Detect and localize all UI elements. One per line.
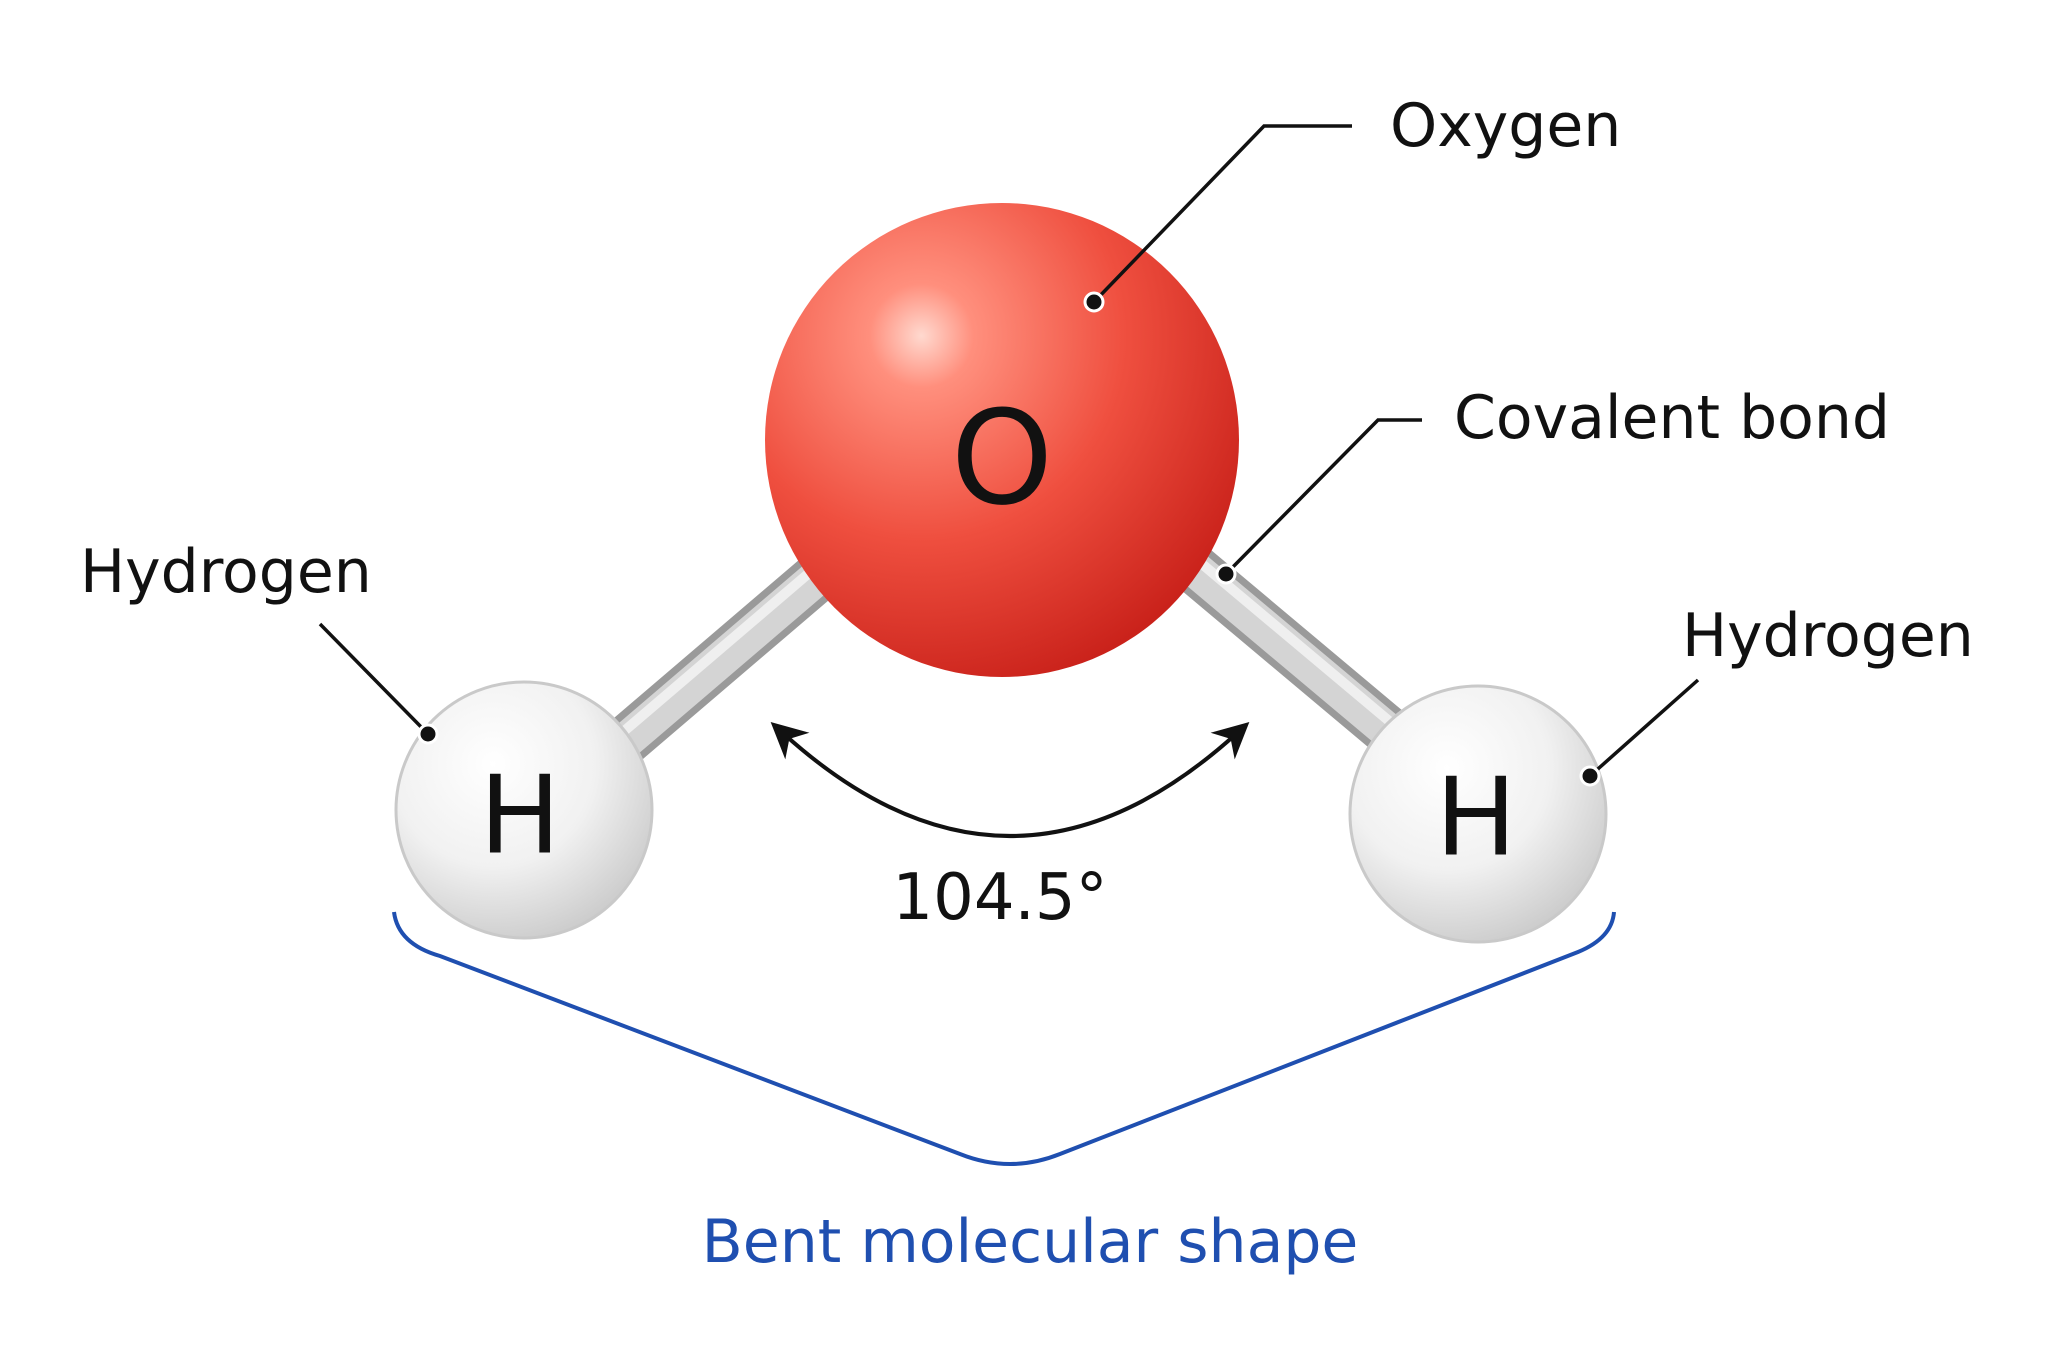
covalent-bond-left: [597, 543, 853, 769]
hydrogen-left-label: Hydrogen: [80, 537, 372, 607]
leader-covalent-bond: [1215, 418, 1422, 585]
hydrogen-symbol-right: H: [1435, 756, 1516, 881]
oxygen-symbol: O: [951, 382, 1053, 534]
bent-shape-bracket: [392, 911, 1616, 1166]
bond-angle-arrow: [770, 721, 1250, 838]
hydrogen-atom-right: H: [1348, 684, 1608, 944]
bond-angle-label: 104.5°: [892, 861, 1107, 935]
hydrogen-right-label: Hydrogen: [1682, 601, 1974, 671]
hydrogen-symbol-left: H: [479, 754, 560, 879]
hydrogen-atom-left: H: [394, 680, 654, 940]
leader-hydrogen-left: [318, 622, 439, 745]
covalent-bond-label: Covalent bond: [1454, 383, 1890, 453]
leader-hydrogen-right: [1579, 678, 1700, 787]
oxygen-label: Oxygen: [1390, 91, 1621, 161]
bent-shape-label: Bent molecular shape: [702, 1207, 1359, 1277]
leader-oxygen: [1083, 124, 1352, 313]
oxygen-atom: O: [765, 203, 1239, 677]
